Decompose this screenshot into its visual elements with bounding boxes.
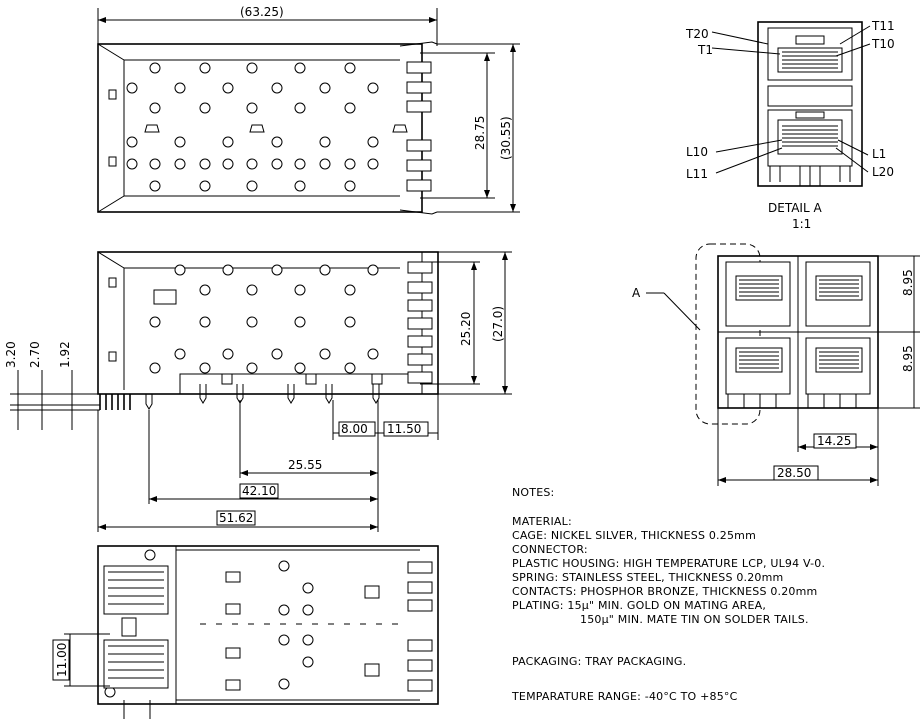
label-t1: T1 [697,43,713,57]
notes-line: PLATING: 15µ" MIN. GOLD ON MATING AREA, [512,599,766,612]
notes-line: SPRING: STAINLESS STEEL, THICKNESS 0.20m… [512,571,783,584]
label-l20: L20 [872,165,894,179]
detail-a: T20 T1 T11 T10 L10 L11 L1 L20 DETAIL A 1… [685,19,895,231]
dim-top-height-inner: 28.75 [473,116,487,150]
dim-top-height-outer: (30.55) [499,116,513,160]
dim-box-28 [773,465,819,481]
label-t20: T20 [685,27,709,41]
dim-overall-length: (63.25) [240,5,284,19]
notes-heading: NOTES: [512,486,554,499]
dim-42-10: 42.10 [242,484,276,498]
callout-a: A [632,286,641,300]
notes-line: CAGE: NICKEL SILVER, THICKNESS 0.25mm [512,529,756,542]
bottom-view: 11.00 [52,545,439,719]
dim-offset-192: 1.92 [58,341,72,368]
top-view: (63.25) [97,5,520,215]
dim-box-42 [239,483,279,499]
dim-pitch-bottom: 8.95 [901,345,915,372]
notes-packaging: PACKAGING: TRAY PACKAGING. [512,655,686,668]
dim-box-11 [52,639,70,681]
dim-51-62: 51.62 [219,511,253,525]
notes-temperature: TEMPARATURE RANGE: -40°C TO +85°C [511,690,738,703]
dim-box-14 [813,433,857,449]
detail-scale: 1:1 [792,217,811,231]
dim-offset-320: 3.20 [4,341,18,368]
detail-title: DETAIL A [768,201,822,215]
dim-box-pitch-2 [383,421,429,437]
dim-width-outer: 28.50 [777,466,811,480]
label-l1: L1 [872,147,886,161]
label-t10: T10 [871,37,895,51]
notes-line: 150µ" MIN. MATE TIN ON SOLDER TAILS. [580,613,809,626]
label-l11: L11 [686,167,708,181]
dim-pin-pitch-1: 8.00 [341,422,368,436]
dim-11-00: 11.00 [55,643,69,677]
notes-line: CONNECTOR: [512,543,588,556]
notes-line: CONTACTS: PHOSPHOR BRONZE, THICKNESS 0.2… [512,585,817,598]
dim-side-height-inner: 25.20 [459,312,473,346]
front-view: A 8.95 8.95 14.25 28.50 [632,243,920,486]
label-l10: L10 [686,145,708,159]
dim-25-55: 25.55 [288,458,322,472]
dim-pitch-top: 8.95 [901,269,915,296]
dim-offset-270: 2.70 [28,341,42,368]
dim-box-51 [216,510,256,526]
dim-width-inner: 14.25 [817,434,851,448]
dim-box-pitch-1 [338,421,376,437]
side-view: 25.20 (27.0) 3.20 2.70 1.92 8.00 11.50 2… [4,251,512,532]
notes-line: PLASTIC HOUSING: HIGH TEMPERATURE LCP, U… [512,557,825,570]
notes-block: NOTES: MATERIAL: CAGE: NICKEL SILVER, TH… [511,486,825,703]
dim-side-height-outer: (27.0) [491,306,505,342]
label-t11: T11 [871,19,895,33]
dim-pin-pitch-2: 11.50 [387,422,421,436]
notes-line: MATERIAL: [512,515,572,528]
